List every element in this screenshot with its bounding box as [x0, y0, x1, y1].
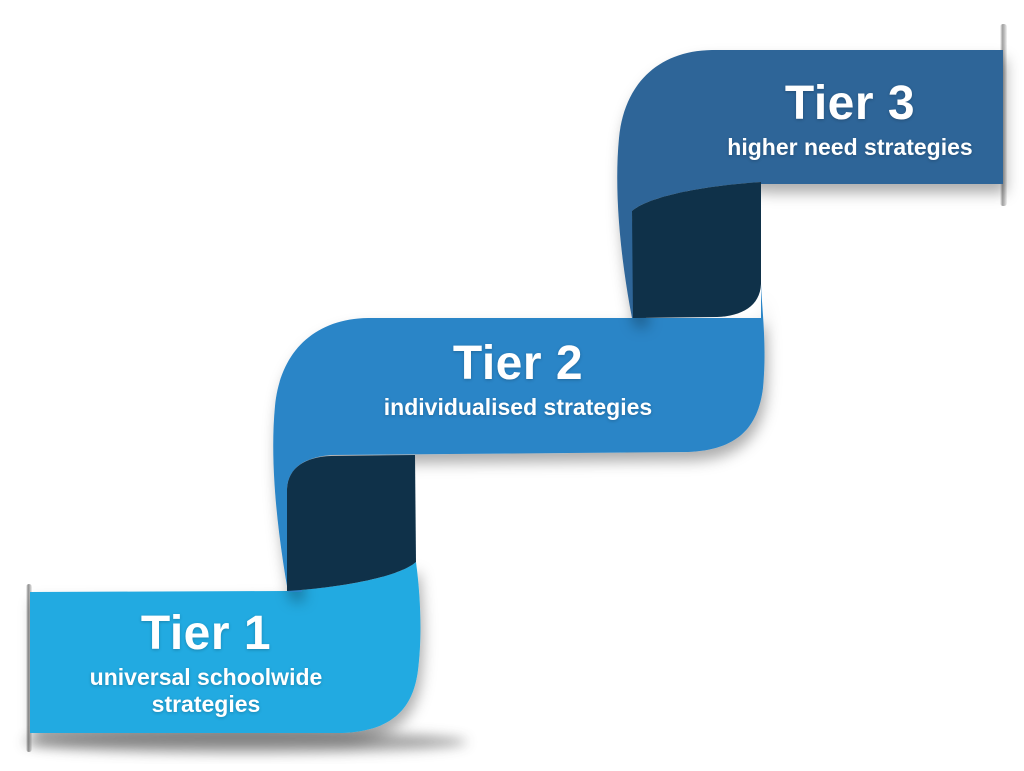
ribbon-fold-lower	[287, 455, 416, 591]
tier-1-ribbon	[30, 562, 421, 733]
ground-shadow	[23, 731, 467, 753]
tier-3-ribbon	[617, 50, 1003, 318]
tier-2-ribbon	[273, 284, 765, 592]
ribbon-fold-upper	[632, 182, 761, 318]
